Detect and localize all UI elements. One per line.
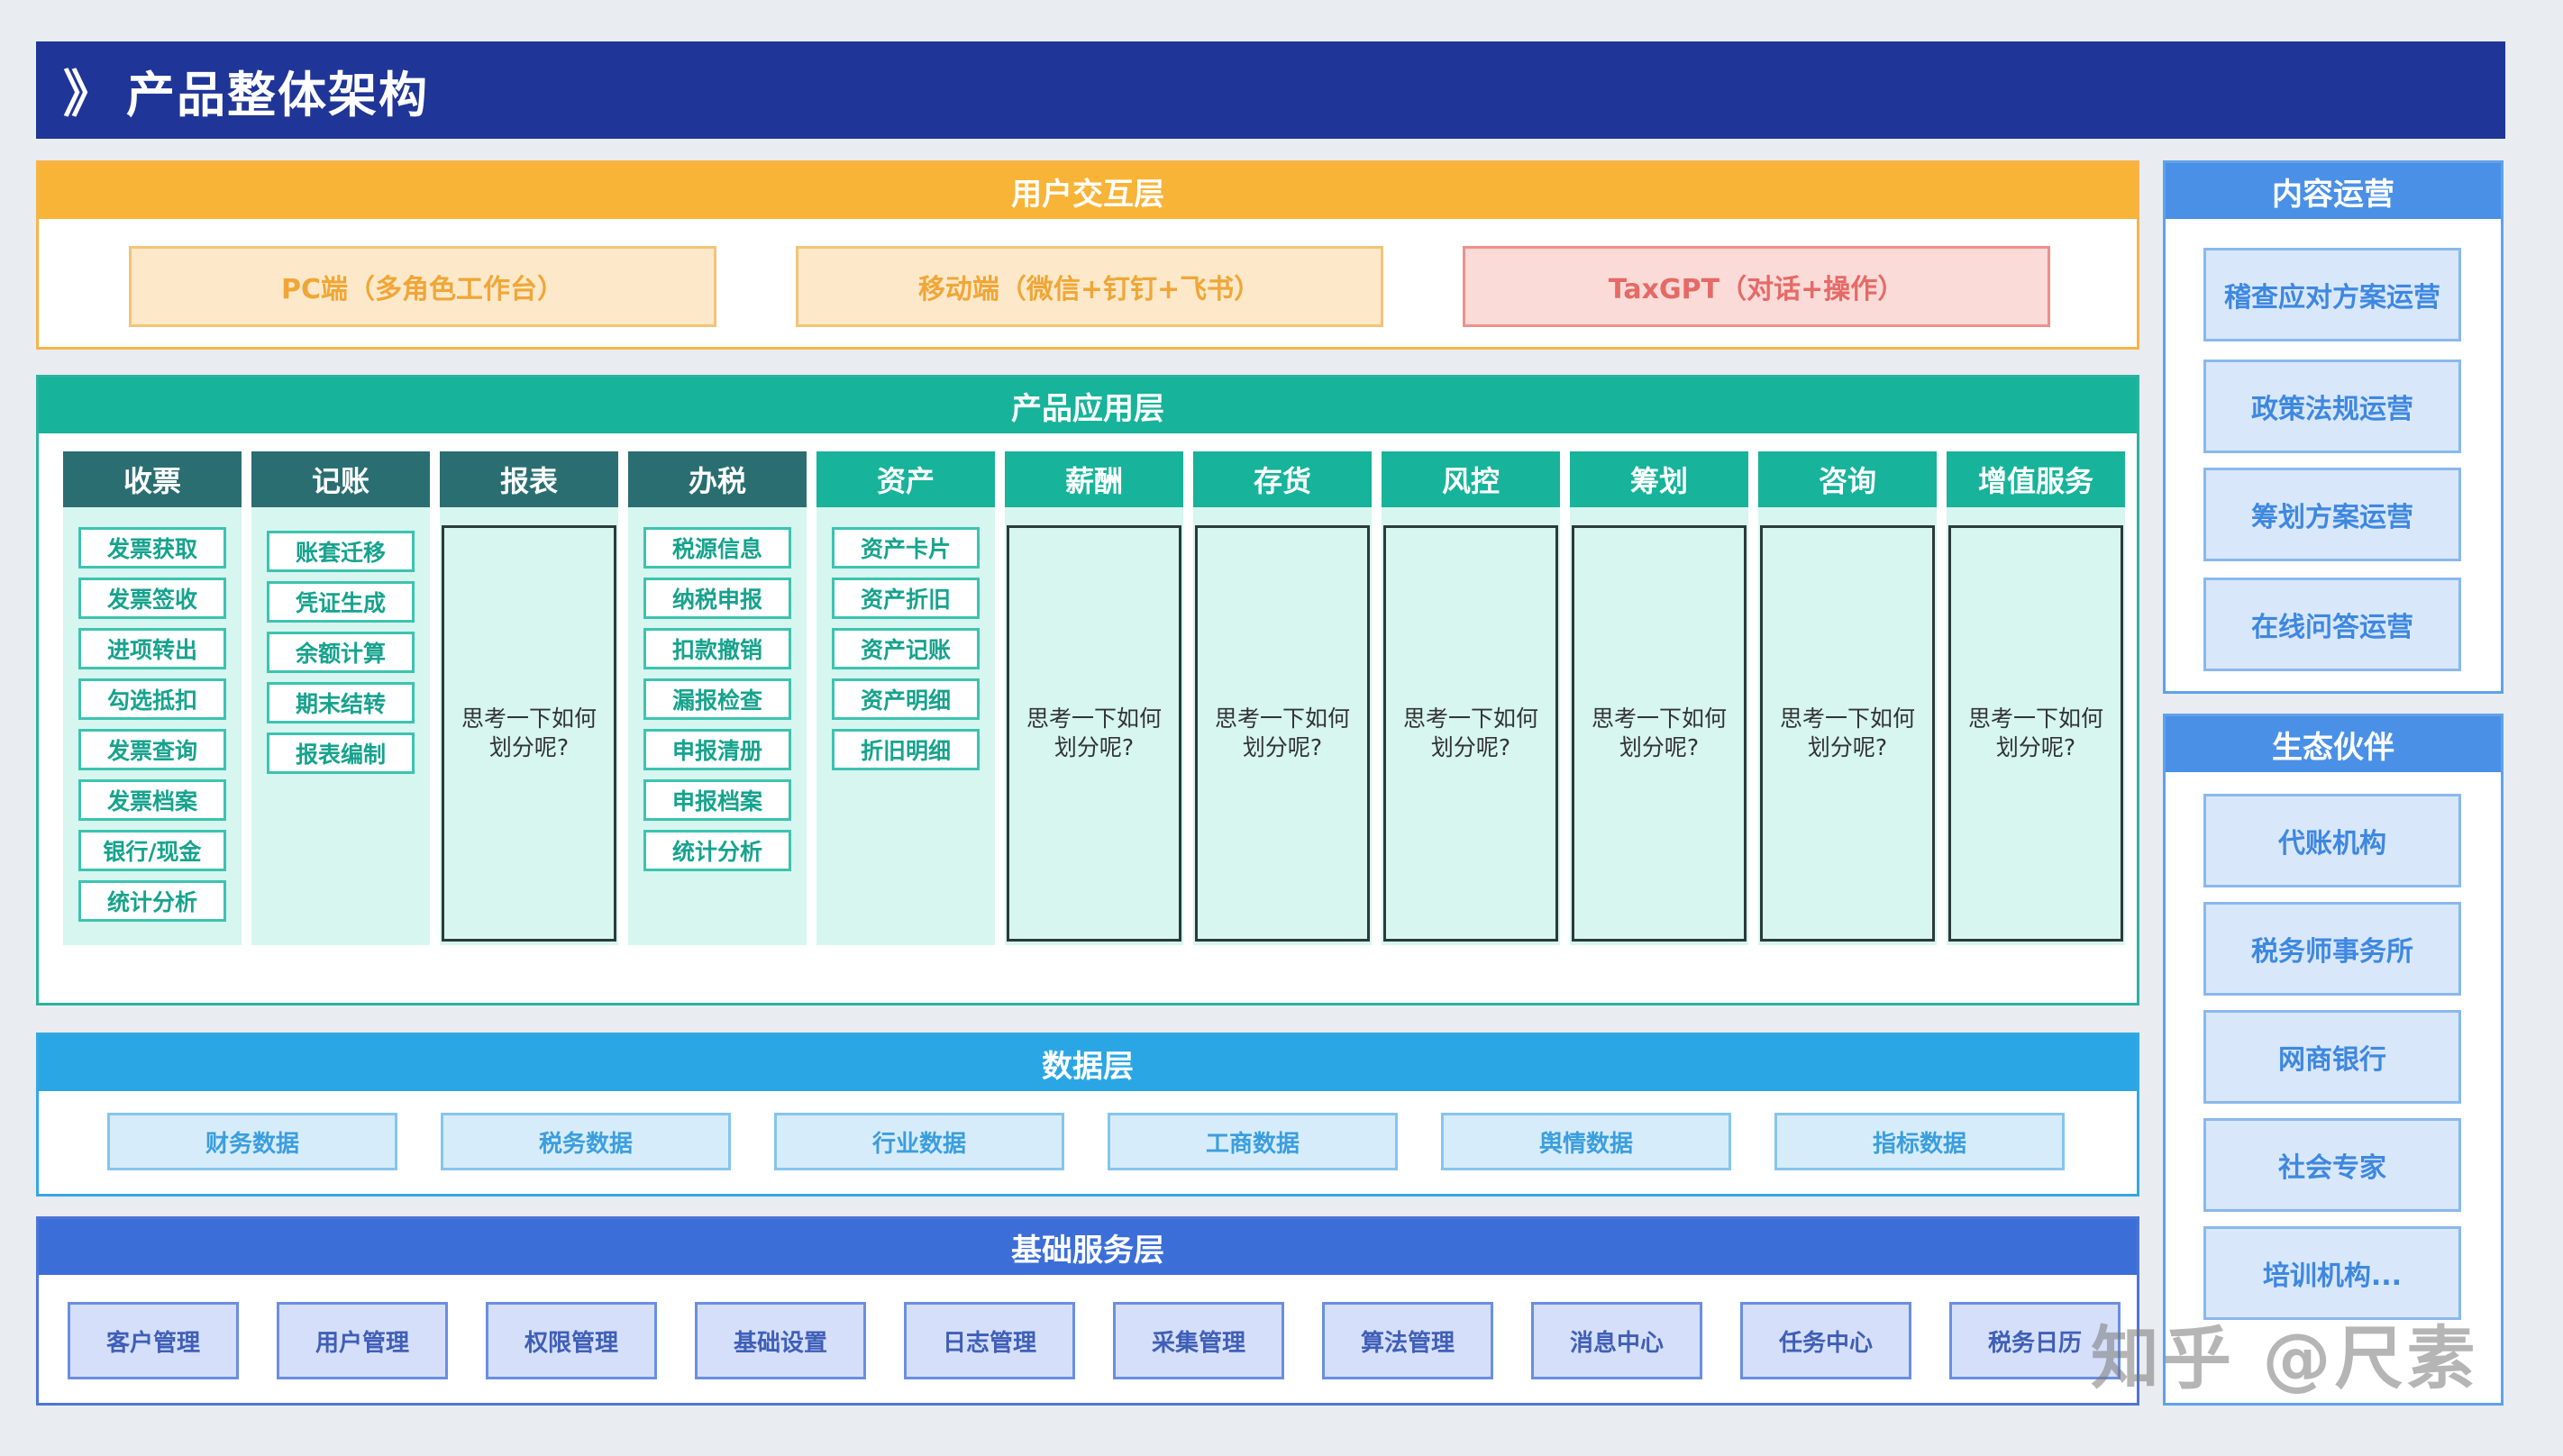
content-ops-item: 在线问答运营: [2203, 578, 2461, 671]
data-item: 行业数据: [774, 1113, 1064, 1170]
module-column-consulting: 咨询 思考一下如何划分呢?: [1758, 451, 1937, 945]
ecosystem-partners-panel: 生态伙伴 代账机构 税务师事务所 网商银行 社会专家 培训机构...: [2163, 714, 2504, 1406]
module-column-value-added: 增值服务 思考一下如何划分呢?: [1947, 451, 2125, 945]
partner-item: 培训机构...: [2203, 1226, 2461, 1320]
eco-partners-title: 生态伙伴: [2166, 716, 2501, 772]
module-item: 报表编制: [267, 733, 415, 774]
module-title: 筹划: [1570, 451, 1748, 507]
module-title: 薪酬: [1005, 451, 1183, 507]
module-column-payroll: 薪酬 思考一下如何划分呢?: [1005, 451, 1183, 945]
content-ops-item: 稽查应对方案运营: [2203, 248, 2461, 341]
module-column-risk-control: 风控 思考一下如何划分呢?: [1382, 451, 1560, 945]
module-item: 发票查询: [78, 729, 226, 770]
service-item: 日志管理: [904, 1302, 1075, 1379]
partner-item: 社会专家: [2203, 1118, 2461, 1212]
watermark: 知乎 @尺素: [2091, 1318, 2479, 1398]
module-item: 银行/现金: [78, 830, 226, 871]
module-placeholder: 思考一下如何划分呢?: [1760, 525, 1935, 942]
module-item: 税源信息: [643, 527, 791, 569]
content-operations-panel: 内容运营 稽查应对方案运营 政策法规运营 筹划方案运营 在线问答运营: [2163, 160, 2504, 694]
partner-item: 税务师事务所: [2203, 902, 2461, 996]
client-taxgpt: TaxGPT（对话+操作）: [1463, 246, 2050, 327]
data-item: 指标数据: [1774, 1113, 2065, 1170]
module-item: 漏报检查: [643, 678, 791, 720]
module-item: 资产卡片: [832, 527, 980, 569]
partner-item: 网商银行: [2203, 1010, 2461, 1104]
data-item: 税务数据: [441, 1113, 731, 1170]
partner-item: 代账机构: [2203, 794, 2461, 887]
module-item: 资产记账: [832, 628, 980, 669]
app-layer-title: 产品应用层: [39, 378, 2137, 433]
module-title: 办税: [628, 451, 807, 507]
chevron-right-icon: 》: [63, 65, 114, 124]
client-pc: PC端（多角色工作台）: [129, 246, 716, 327]
page-title: 产品整体架构: [126, 66, 429, 123]
module-item: 发票获取: [78, 527, 226, 569]
data-layer: 数据层 财务数据 税务数据 行业数据 工商数据 舆情数据 指标数据: [36, 1033, 2139, 1197]
module-placeholder: 思考一下如何划分呢?: [1383, 525, 1558, 942]
data-layer-title: 数据层: [39, 1035, 2137, 1091]
module-item: 申报档案: [643, 779, 791, 821]
module-title: 增值服务: [1947, 451, 2125, 507]
module-item: 期末结转: [267, 682, 415, 723]
module-title: 咨询: [1758, 451, 1937, 507]
module-item: 资产明细: [832, 678, 980, 720]
user-interaction-layer: 用户交互层 PC端（多角色工作台） 移动端（微信+钉钉+飞书） TaxGPT（对…: [36, 160, 2139, 350]
module-column-tax-filing: 办税 税源信息 纳税申报 扣款撤销 漏报检查 申报清册 申报档案 统计分析: [628, 451, 807, 945]
service-item: 消息中心: [1531, 1302, 1702, 1379]
module-placeholder: 思考一下如何划分呢?: [1572, 525, 1747, 942]
module-title: 存货: [1193, 451, 1372, 507]
service-item: 任务中心: [1740, 1302, 1911, 1379]
module-item: 统计分析: [78, 880, 226, 922]
module-column-invoice: 收票 发票获取 发票签收 进项转出 勾选抵扣 发票查询 发票档案 银行/现金 统…: [63, 451, 242, 945]
module-item: 发票签收: [78, 578, 226, 619]
module-column-assets: 资产 资产卡片 资产折旧 资产记账 资产明细 折旧明细: [816, 451, 995, 945]
module-placeholder: 思考一下如何划分呢?: [442, 525, 616, 942]
module-item: 账套迁移: [267, 531, 415, 572]
user-layer-title: 用户交互层: [39, 163, 2137, 219]
module-placeholder: 思考一下如何划分呢?: [1195, 525, 1370, 942]
module-title: 记账: [251, 451, 430, 507]
service-item: 权限管理: [486, 1302, 657, 1379]
module-placeholder: 思考一下如何划分呢?: [1007, 525, 1181, 942]
module-item: 凭证生成: [267, 581, 415, 623]
module-item: 扣款撤销: [643, 628, 791, 669]
module-title: 收票: [63, 451, 242, 507]
module-item: 进项转出: [78, 628, 226, 669]
service-item: 算法管理: [1322, 1302, 1493, 1379]
data-item: 舆情数据: [1441, 1113, 1731, 1170]
module-item: 纳税申报: [643, 578, 791, 619]
module-item: 余额计算: [267, 632, 415, 673]
data-item: 工商数据: [1108, 1113, 1398, 1170]
module-column-planning: 筹划 思考一下如何划分呢?: [1570, 451, 1748, 945]
module-title: 报表: [440, 451, 618, 507]
data-item: 财务数据: [107, 1113, 397, 1170]
client-mobile: 移动端（微信+钉钉+飞书）: [796, 246, 1383, 327]
page-header: 》 产品整体架构: [36, 41, 2505, 139]
base-layer-title: 基础服务层: [39, 1219, 2137, 1275]
module-item: 勾选抵扣: [78, 678, 226, 720]
product-application-layer: 产品应用层 收票 发票获取 发票签收 进项转出 勾选抵扣 发票查询 发票档案 银…: [36, 375, 2139, 1006]
service-item: 客户管理: [68, 1302, 239, 1379]
module-item: 申报清册: [643, 729, 791, 770]
module-column-bookkeeping: 记账 账套迁移 凭证生成 余额计算 期末结转 报表编制: [251, 451, 430, 945]
content-ops-item: 政策法规运营: [2203, 359, 2461, 453]
base-service-layer: 基础服务层 客户管理 用户管理 权限管理 基础设置 日志管理 采集管理 算法管理…: [36, 1216, 2139, 1406]
module-title: 风控: [1382, 451, 1560, 507]
service-item: 税务日历: [1949, 1302, 2121, 1379]
module-column-reports: 报表 思考一下如何划分呢?: [440, 451, 618, 945]
service-item: 基础设置: [695, 1302, 866, 1379]
module-item: 发票档案: [78, 779, 226, 821]
service-item: 采集管理: [1113, 1302, 1284, 1379]
content-ops-title: 内容运营: [2166, 163, 2501, 219]
module-title: 资产: [816, 451, 995, 507]
module-placeholder: 思考一下如何划分呢?: [1948, 525, 2123, 942]
service-item: 用户管理: [277, 1302, 448, 1379]
module-item: 资产折旧: [832, 578, 980, 619]
module-item: 统计分析: [643, 830, 791, 871]
module-item: 折旧明细: [832, 729, 980, 770]
content-ops-item: 筹划方案运营: [2203, 468, 2461, 561]
module-column-inventory: 存货 思考一下如何划分呢?: [1193, 451, 1372, 945]
